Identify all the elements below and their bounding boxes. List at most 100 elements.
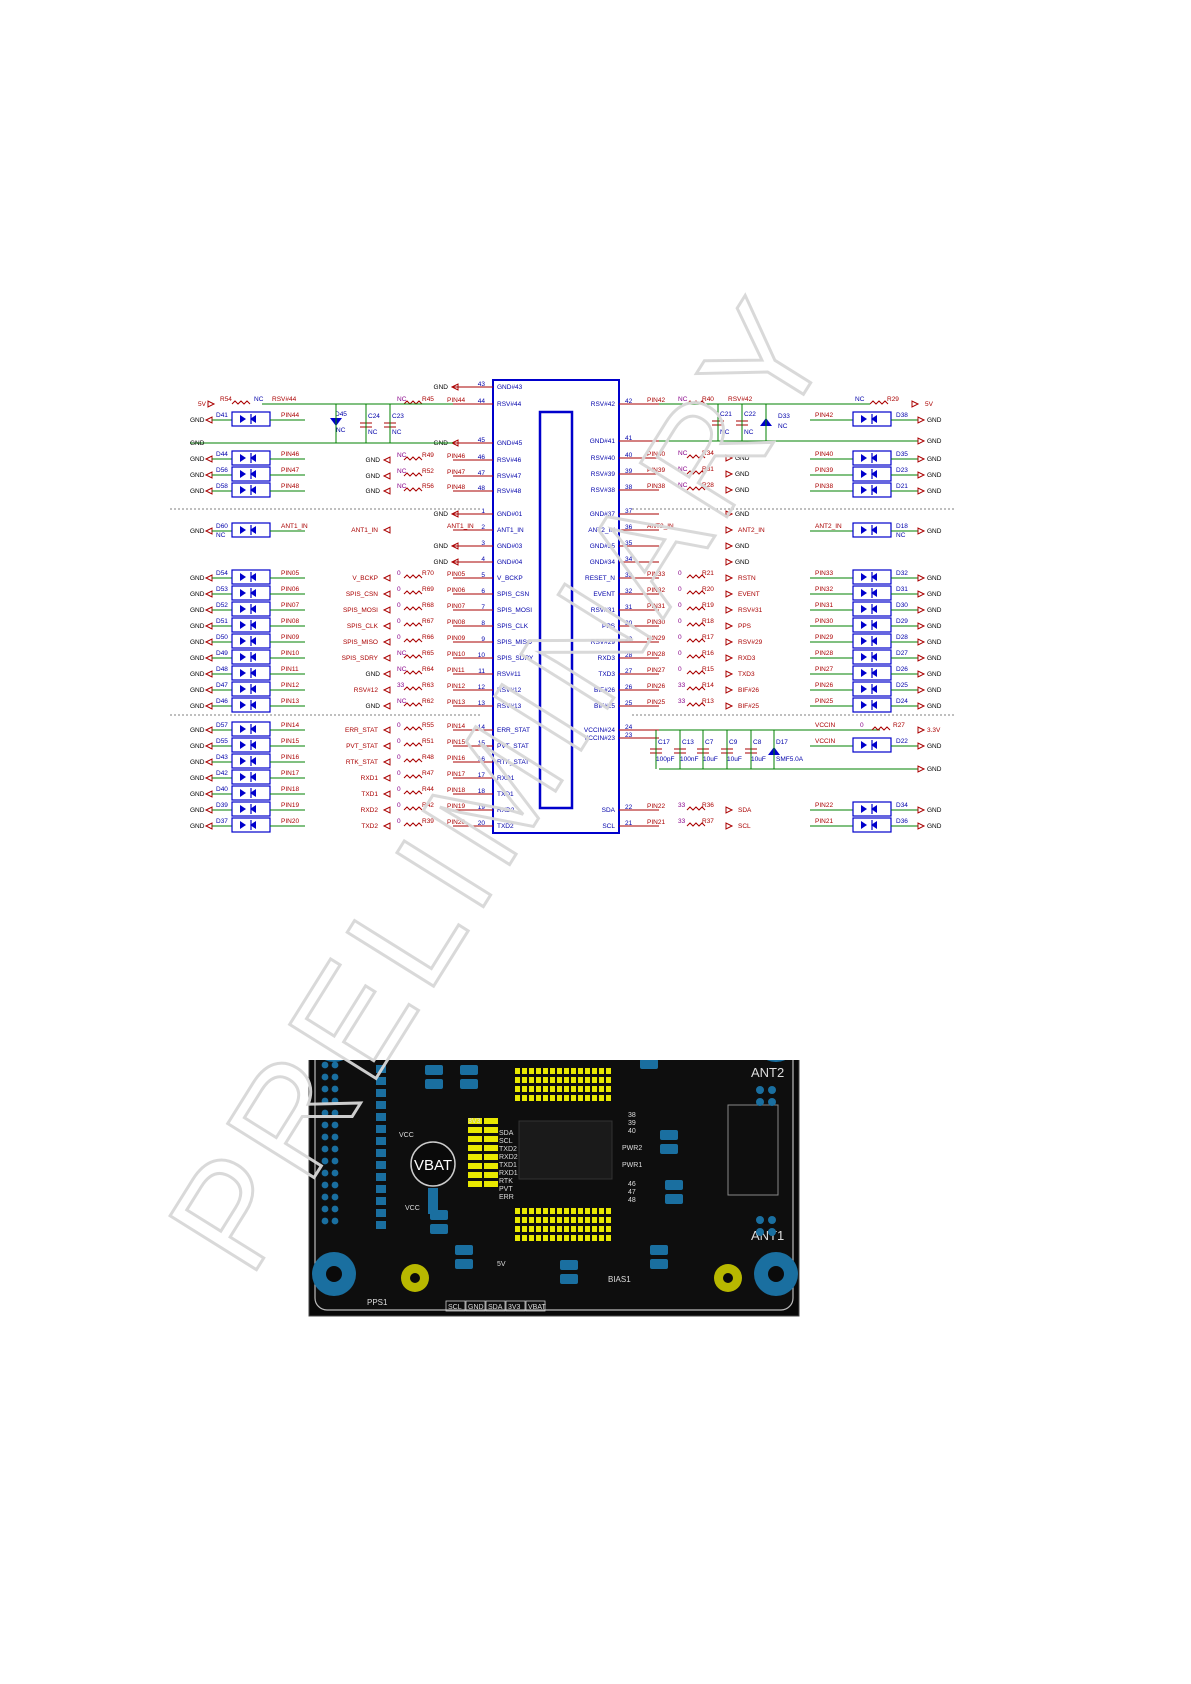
pin-number: 9 xyxy=(481,636,485,643)
diode-ref: D47 xyxy=(216,682,228,689)
mounting-hole-center xyxy=(768,1266,784,1282)
diode-value: SMF5.0A xyxy=(776,756,804,763)
pin-number: 7 xyxy=(481,604,485,611)
diode-glyph xyxy=(861,741,877,749)
port-label: V_BCKP xyxy=(352,575,378,582)
pin-name: RXD2 xyxy=(497,807,515,814)
resistor-value: NC xyxy=(397,698,407,705)
fiducial-center xyxy=(723,1273,733,1283)
capacitor-ref: C13 xyxy=(682,739,694,746)
diode-glyph xyxy=(240,589,256,597)
net-label: PIN20 xyxy=(281,818,299,825)
diode-glyph xyxy=(861,573,877,581)
pin-name: TXD3 xyxy=(598,671,615,678)
resistor-value: 0 xyxy=(397,754,401,761)
resistor-ref: R20 xyxy=(702,586,714,593)
pad xyxy=(484,1154,498,1160)
resistor-value: NC xyxy=(254,396,264,403)
diode-array xyxy=(231,522,271,538)
pin-name: VCCIN#24 xyxy=(584,727,615,734)
net-label: PIN25 xyxy=(815,698,833,705)
header-pin xyxy=(331,1121,339,1129)
antenna-pad xyxy=(756,1216,764,1224)
pad xyxy=(578,1217,583,1223)
port-arrow xyxy=(917,437,926,445)
gnd-label: GND xyxy=(190,639,205,646)
pin-name: GND#41 xyxy=(590,438,616,445)
capacitor-value: 10uF xyxy=(703,756,718,763)
net-label: PIN22 xyxy=(647,803,665,810)
gnd-label: GND xyxy=(190,671,205,678)
gnd-label: GND xyxy=(190,807,205,814)
diode-glyph xyxy=(861,415,877,423)
port-arrow xyxy=(725,622,734,630)
resistor-value: 0 xyxy=(397,602,401,609)
pad xyxy=(529,1068,534,1074)
net-label: PIN18 xyxy=(447,787,465,794)
port-arrow xyxy=(204,622,213,630)
resistor-value: 0 xyxy=(397,802,401,809)
pin-number: 32 xyxy=(625,588,633,595)
component xyxy=(650,1245,668,1255)
net-label: PIN16 xyxy=(281,754,299,761)
port-arrow xyxy=(204,638,213,646)
diode-glyph xyxy=(240,486,256,494)
diode-ref: D28 xyxy=(896,634,908,641)
port-label: RSV#12 xyxy=(354,687,379,694)
diode-nc: NC xyxy=(778,423,788,430)
diode-glyph xyxy=(240,637,256,645)
port-label: SDA xyxy=(738,807,752,814)
capacitor-ref: C23 xyxy=(392,413,404,420)
capacitor-value: NC xyxy=(744,429,754,436)
signal-label: SCL xyxy=(499,1138,513,1145)
pad xyxy=(564,1208,569,1214)
diode-array xyxy=(231,697,271,713)
port-arrow xyxy=(450,542,459,550)
diode-glyph xyxy=(861,621,877,629)
port-label: PPS xyxy=(738,623,752,630)
pad xyxy=(484,1163,498,1169)
port-arrow xyxy=(725,526,734,534)
gnd-label: GND xyxy=(190,472,205,479)
pin-name: RSV#44 xyxy=(497,401,522,408)
port-arrow xyxy=(725,454,734,462)
diode-nc: NC xyxy=(336,427,346,434)
pad xyxy=(592,1235,597,1241)
port-arrow xyxy=(725,606,734,614)
diode-glyph xyxy=(240,757,256,765)
net-label: PIN32 xyxy=(815,586,833,593)
pad xyxy=(515,1095,520,1101)
pin-name: ANT1_IN xyxy=(497,527,524,534)
diode-array xyxy=(852,665,892,681)
antenna-pad xyxy=(768,1098,776,1106)
header-pin xyxy=(331,1145,339,1153)
net-label: PIN05 xyxy=(447,571,465,578)
net-label: PIN06 xyxy=(447,587,465,594)
net-label: PIN10 xyxy=(447,651,465,658)
net-label: PIN12 xyxy=(281,682,299,689)
resistor xyxy=(686,686,706,691)
net-label: ANT1_IN xyxy=(447,523,474,530)
header-pin xyxy=(331,1109,339,1117)
diode-array xyxy=(852,633,892,649)
resistor-value: NC xyxy=(678,450,688,457)
pad xyxy=(578,1208,583,1214)
pad xyxy=(571,1217,576,1223)
resistor-value: NC xyxy=(678,482,688,489)
net-label: PIN28 xyxy=(815,650,833,657)
net-label: PIN22 xyxy=(815,802,833,809)
pin-label: 48 xyxy=(628,1197,636,1204)
resistor xyxy=(403,726,423,731)
header-pin xyxy=(331,1061,339,1069)
net-label: PIN28 xyxy=(647,651,665,658)
resistor-value: 33 xyxy=(397,682,405,689)
port-arrow xyxy=(917,487,926,495)
diode-ref: D33 xyxy=(778,413,790,420)
port-label: TXD2 xyxy=(361,823,378,830)
pin-label: 39 xyxy=(628,1120,636,1127)
port-arrow xyxy=(382,638,391,646)
pad xyxy=(585,1068,590,1074)
port-arrow xyxy=(382,574,391,582)
diode-array xyxy=(852,801,892,817)
port-arrow xyxy=(204,686,213,694)
